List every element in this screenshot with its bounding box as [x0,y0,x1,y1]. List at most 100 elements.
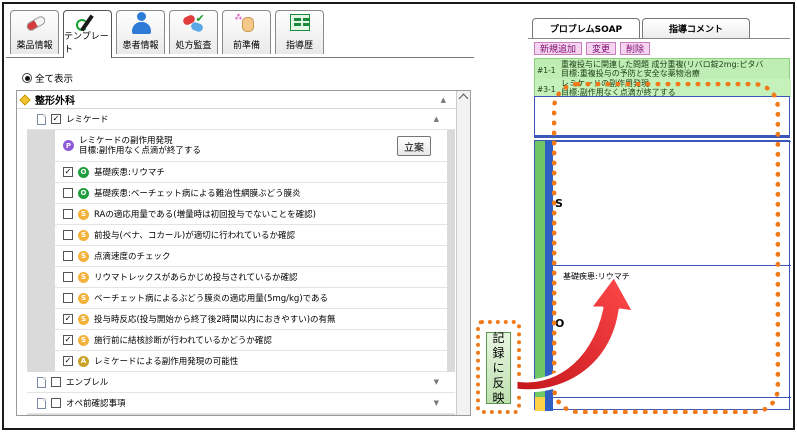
triangle-down-icon[interactable]: ▼ [433,378,439,386]
tab-problem-soap[interactable]: プロブレムSOAP [532,18,640,38]
reflect-char: 記 [492,330,505,345]
tab-drug-info[interactable]: 薬品情報 [10,10,59,54]
section-divider [534,136,790,138]
green-strip [535,141,545,411]
soap-badge-icon: S [78,292,89,304]
s-section-top [553,141,791,142]
left-panel: 薬品情報 テンプレート 患者情報 ✔ 処方監査 ⁂ 前準備 指導歴 全て表示 [6,10,476,420]
problem-line2: 目標:重複投与の予防と安全な薬物治療 [561,69,700,78]
show-all-radio[interactable]: 全て表示 [22,71,73,85]
reflect-char: に [492,360,505,375]
a-section-top [553,397,791,398]
tree-group-orthopedics[interactable]: 整形外科 [17,91,470,109]
item-label: 点滴速度のチェック [94,252,171,262]
reflect-char: 録 [492,345,505,360]
template-checkbox[interactable] [51,398,61,408]
outer-scrollbar[interactable] [456,91,470,415]
group-label: 整形外科 [35,96,75,107]
item-label: 前投与(ベナ、コカール)が適切に行われているか確認 [94,231,296,241]
soap-record-area[interactable]: S 基礎疾患:リウマチ O [534,140,791,411]
item-checkbox[interactable] [63,293,73,303]
triangle-up-icon[interactable]: ▲ [440,96,446,104]
item-checkbox[interactable]: ✓ [63,167,73,177]
s-section-label: S [555,197,563,210]
tab-patient-info[interactable]: 患者情報 [116,10,165,54]
item-checkbox[interactable] [63,251,73,261]
plan-button[interactable]: 立案 [397,136,431,156]
item-label: 基礎疾患:ベーチェット病による難治性網膜ぶどう膜炎 [94,189,301,199]
add-new-button[interactable]: 新規追加 [534,42,583,55]
plan-text-line1: レミケードの副作用発現 [79,135,173,146]
item-checkbox[interactable]: ✓ [63,356,73,366]
plan-text: レミケードの副作用発現 目標:副作用なく点滴が終了する [79,136,201,156]
plan-badge-icon: P [63,140,74,151]
soap-badge-icon: A [78,355,89,367]
soap-badge-icon: S [78,271,89,283]
template-checkbox[interactable] [51,377,61,387]
o-section-label: O [555,317,565,330]
patient-icon [128,11,154,35]
triangle-down-icon[interactable]: ▼ [433,399,439,407]
item-label: 投与時反応(投与開始から終了後2時間以内におきやすい)の有無 [94,315,336,325]
item-checkbox[interactable] [63,209,73,219]
template-pen-icon [75,11,101,32]
item-checkbox[interactable] [63,230,73,240]
yellow-strip [535,397,545,411]
template-label: オペ前確認事項 [66,399,126,409]
tab-template[interactable]: テンプレート [63,10,112,58]
template-item-remicade[interactable]: ✓ レミケード ▲ [27,109,455,130]
template-checkbox[interactable]: ✓ [51,114,61,124]
item-checkbox[interactable] [63,272,73,282]
tab-prescription-audit[interactable]: ✔ 処方監査 [169,10,218,54]
problem-number: #1-1 [537,66,556,75]
template-list: ✓ レミケード ▲ P レミケードの副作用発現 目標:副作用なく点滴が終了する … [27,109,455,415]
item-checkbox[interactable]: ✓ [63,314,73,324]
item-checkbox[interactable]: ✓ [63,335,73,345]
radio-selected-icon[interactable] [22,73,32,83]
change-button[interactable]: 変更 [586,42,617,55]
document-icon [37,376,46,388]
template-item-enbrel[interactable]: エンブレル ▼ [27,372,455,393]
item-checkbox[interactable] [63,188,73,198]
template-item-preop[interactable]: オペ前確認事項 ▼ [27,393,455,414]
soap-badge-icon: S [78,313,89,325]
triangle-up-icon[interactable]: ▲ [433,115,439,123]
problem-edit-area[interactable] [534,96,790,136]
show-all-label: 全て表示 [35,74,74,85]
guidance-history-icon [287,11,313,35]
plan-row: P レミケードの副作用発現 目標:副作用なく点滴が終了する 立案 [55,130,447,162]
tab-label: 患者情報 [122,41,159,51]
tab-preparation[interactable]: ⁂ 前準備 [222,10,271,54]
plan-text-line2: 目標:副作用なく点滴が終了する [79,145,201,156]
problem-list: #1-1 重複投与に関連した問題 成分重複(リバロ錠2mg:ピタバ 目標:重複投… [534,58,791,97]
soap-actions: 新規追加 変更 削除 [534,42,651,55]
delete-button[interactable]: 削除 [620,42,651,55]
template-soap-item[interactable]: ✓ S 投与時反応(投与開始から終了後2時間以内におきやすい)の有無 [55,309,447,330]
tab-guidance-history[interactable]: 指導歴 [275,10,324,54]
template-tree: 整形外科 ▲ ✓ レミケード ▲ P レミケードの副作用発現 目標:副作用なく点… [16,90,471,416]
problem-line2: 目標:副作用なく点滴が終了する [561,88,676,97]
tab-label: 処方監査 [175,41,212,51]
problem-item[interactable]: #1-1 重複投与に関連した問題 成分重複(リバロ錠2mg:ピタバ 目標:重複投… [535,60,791,78]
o-section-text: 基礎疾患:リウマチ [563,272,630,281]
tab-divider [6,57,474,58]
soap-badge-icon: S [78,208,89,220]
tab-guidance-comment[interactable]: 指導コメント [642,18,750,38]
reflect-to-record-button[interactable]: 記 録 に 反 映 [486,330,511,405]
tab-label: 前準備 [232,41,260,51]
problem-item-selected[interactable]: #3-1 レミケードの副作用発現 目標:副作用なく点滴が終了する [535,79,791,97]
chevron-up-icon[interactable] [458,93,469,104]
prescription-audit-icon: ✔ [181,11,207,35]
template-label: レミケード [66,115,109,125]
reflect-char: 反 [492,375,505,390]
item-label: 基礎疾患:リウマチ [94,168,165,178]
